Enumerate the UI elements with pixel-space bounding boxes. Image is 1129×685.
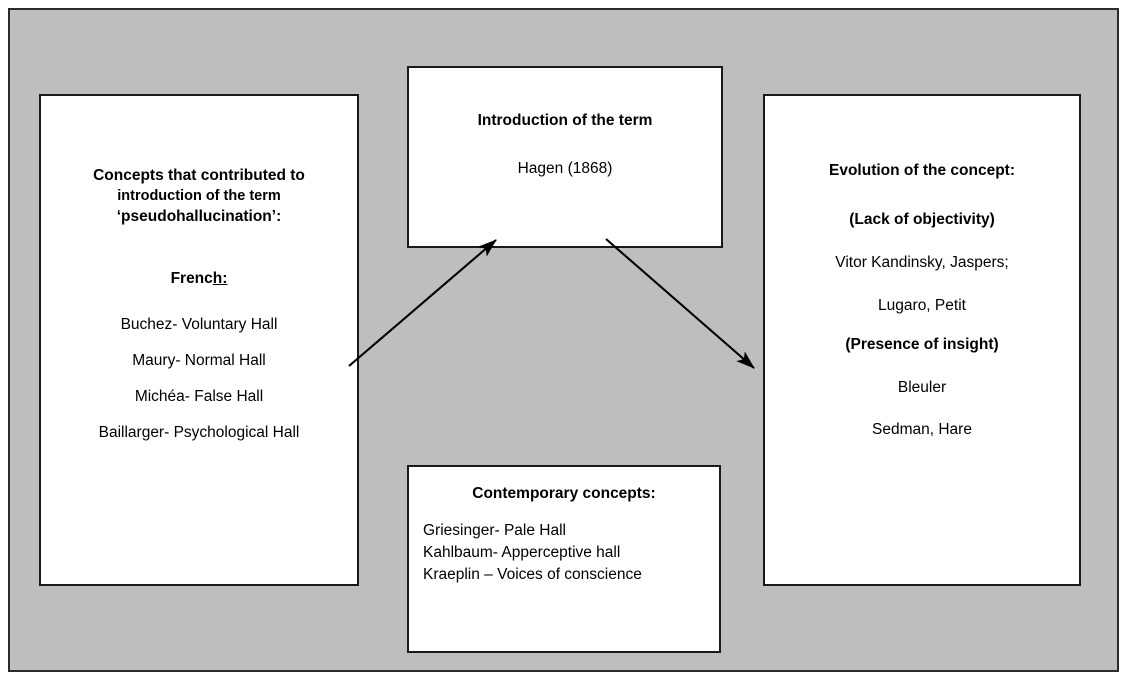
evolution-names-insight-2: Sedman, Hare [872,421,972,439]
contemporary-title: Contemporary concepts: [472,485,656,502]
box-contributing-concepts: Concepts that contributed to introductio… [39,94,359,586]
diagram-canvas: Concepts that contributed to introductio… [8,8,1119,672]
list-item: Kraeplin – Voices of conscience [423,566,642,584]
contributing-title-line1: Concepts that contributed to [93,166,305,184]
introduction-title: Introduction of the term [477,112,653,129]
introduction-attribution: Hagen (1868) [517,160,613,178]
spacer [775,398,1069,420]
spacer [775,231,1069,253]
spacer [775,356,1069,378]
evolution-title: Evolution of the concept: [829,162,1015,179]
evolution-subheading-insight: (Presence of insight) [845,336,999,354]
contributing-title-line3: ‘pseudohallucination’: [116,208,282,226]
box-contemporary-concepts: Contemporary concepts: Griesinger- Pale … [407,465,721,653]
contributing-title-line2: introduction of the term [117,188,281,205]
spacer [51,289,347,307]
list-item: Kahlbaum- Apperceptive hall [423,544,621,562]
evolution-subheading-objectivity: (Lack of objectivity) [849,211,995,229]
evolution-names-objectivity-2: Lugaro, Petit [878,296,966,314]
box-evolution-of-concept: Evolution of the concept: (Lack of objec… [763,94,1081,586]
contemporary-list: Griesinger- Pale Hall Kahlbaum- Appercep… [423,520,705,586]
list-item: Griesinger- Pale Hall [423,522,566,540]
evolution-names-objectivity-1: Vitor Kandinsky, Jaspers; [835,253,1009,271]
spacer [775,96,1069,160]
spacer [775,181,1069,209]
spacer [51,228,347,268]
evolution-names-insight-1: Bleuler [897,378,947,396]
spacer [775,274,1069,296]
box-introduction-of-term: Introduction of the term Hagen (1868) [407,66,723,248]
list-item: Michéa- False Hall [134,388,264,406]
list-item: Baillarger- Psychological Hall [98,424,300,442]
spacer [775,316,1069,334]
list-item: Maury- Normal Hall [132,352,266,370]
spacer [51,451,347,515]
contributing-subheading: French: [170,269,228,287]
list-item: Buchez- Voluntary Hall [120,316,278,334]
